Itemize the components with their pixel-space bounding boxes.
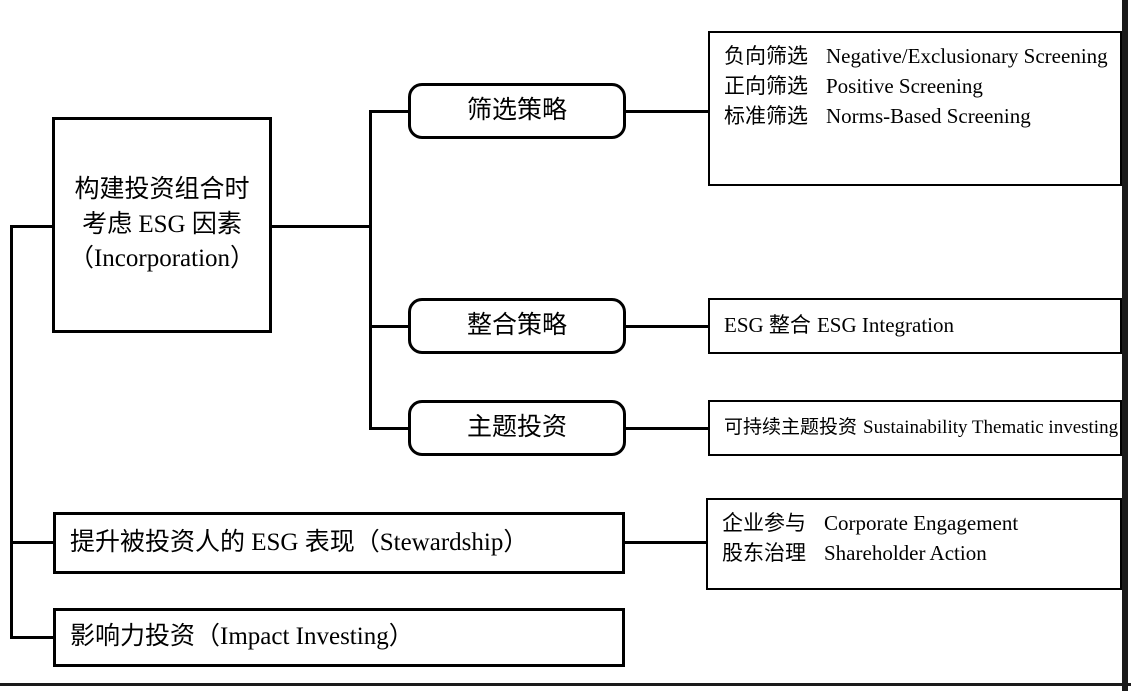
connector-screening-to-detail [624, 110, 710, 113]
detail-box-stewardship[interactable]: 企业参与 Corporate Engagement 股东治理 Sharehold… [706, 498, 1122, 590]
detail-item-en: Sustainability Thematic investing [863, 416, 1119, 438]
impact-box-label: 影响力投资（Impact Investing） [70, 623, 414, 651]
detail-item-cn: 负向筛选 [724, 44, 808, 68]
connector-trunk-to-thematic [369, 427, 411, 430]
branch-node-integration[interactable]: 整合策略 [408, 298, 626, 354]
detail-item-cn: 可持续主题投资 [724, 416, 858, 438]
connector-trunk-to-screening [369, 110, 411, 113]
list-item: 可持续主题投资 Sustainability Thematic investin… [724, 415, 1118, 442]
root-box-label: 构建投资组合时 考虑 ESG 因素 （Incorporation） [68, 176, 256, 273]
detail-item-en: Positive Screening [826, 73, 983, 98]
detail-item-en: Negative/Exclusionary Screening [826, 44, 1108, 68]
connector-left-to-root [10, 225, 54, 228]
connector-left-to-impact [10, 636, 56, 639]
stewardship-box-label: 提升被投资人的 ESG 表现（Stewardship） [70, 528, 529, 556]
list-item: 企业参与 Corporate Engagement [722, 509, 1018, 539]
detail-item-cn: 股东治理 [722, 540, 806, 565]
connector-left-spine-vertical [10, 225, 13, 639]
detail-item-cn: 企业参与 [722, 511, 806, 535]
connector-root-to-trunk [271, 225, 372, 228]
connector-thematic-to-detail [624, 427, 710, 430]
connector-branch-trunk-vertical [369, 110, 372, 430]
detail-box-thematic[interactable]: 可持续主题投资 Sustainability Thematic investin… [708, 400, 1122, 456]
branch-node-thematic-label: 主题投资 [466, 413, 567, 441]
branch-node-screening[interactable]: 筛选策略 [408, 83, 626, 139]
detail-item-cn: ESG 整合 [724, 313, 811, 338]
branch-node-integration-label: 整合策略 [466, 311, 567, 339]
branch-node-screening-label: 筛选策略 [466, 96, 567, 124]
connector-integration-to-detail [624, 325, 710, 328]
detail-list-thematic: 可持续主题投资 Sustainability Thematic investin… [710, 415, 1118, 442]
detail-box-integration[interactable]: ESG 整合 ESG Integration [708, 298, 1122, 354]
page-frame-right-rule [1122, 0, 1128, 691]
detail-list-screening: 负向筛选 Negative/Exclusionary Screening 正向筛… [710, 33, 1108, 131]
list-item: 负向筛选 Negative/Exclusionary Screening [724, 42, 1108, 72]
stewardship-box[interactable]: 提升被投资人的 ESG 表现（Stewardship） [53, 512, 625, 574]
branch-node-thematic[interactable]: 主题投资 [408, 400, 626, 456]
connector-trunk-to-integration [369, 325, 411, 328]
page-frame-bottom-rule [0, 683, 1131, 686]
detail-item-cn: 标准筛选 [724, 103, 808, 128]
detail-item-cn: 正向筛选 [724, 73, 808, 98]
detail-item-en: Norms-Based Screening [826, 103, 1031, 128]
impact-box[interactable]: 影响力投资（Impact Investing） [53, 608, 625, 667]
list-item: 股东治理 Shareholder Action [722, 539, 1018, 569]
root-box-incorporation[interactable]: 构建投资组合时 考虑 ESG 因素 （Incorporation） [52, 117, 272, 333]
detail-item-en: Shareholder Action [824, 540, 987, 565]
detail-list-integration: ESG 整合 ESG Integration [710, 311, 954, 341]
list-item: ESG 整合 ESG Integration [724, 311, 954, 341]
list-item: 正向筛选 Positive Screening [724, 72, 1108, 102]
detail-item-en: Corporate Engagement [824, 511, 1019, 535]
list-item: 标准筛选 Norms-Based Screening [724, 102, 1108, 132]
connector-stewardship-to-detail [625, 541, 709, 544]
detail-item-en: ESG Integration [816, 313, 954, 338]
connector-left-to-stewardship [10, 541, 56, 544]
detail-box-screening[interactable]: 负向筛选 Negative/Exclusionary Screening 正向筛… [708, 31, 1122, 186]
detail-list-stewardship: 企业参与 Corporate Engagement 股东治理 Sharehold… [708, 500, 1018, 569]
